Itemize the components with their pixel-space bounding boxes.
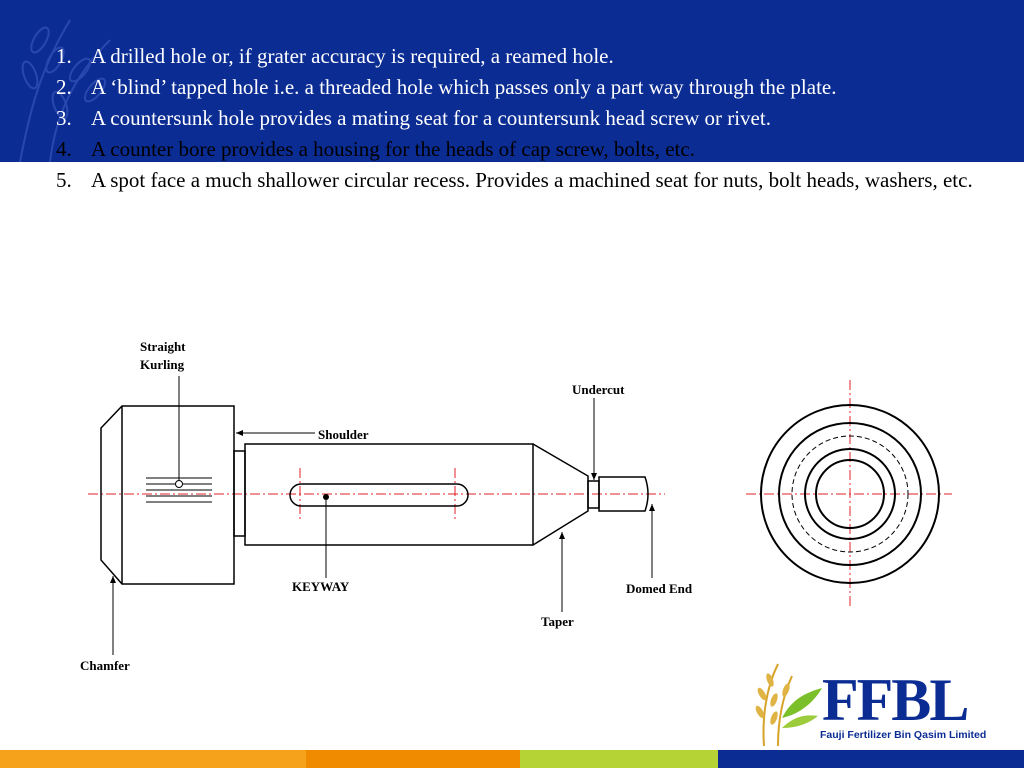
label-kurling: Kurling	[140, 357, 185, 372]
bullet-number: 2.	[56, 75, 72, 99]
shaft-body	[244, 443, 534, 546]
end-view-circle-3	[804, 448, 896, 540]
end-view-hidden-circle	[791, 435, 909, 553]
footer-stripe-green	[520, 750, 718, 768]
bullet-text: A ‘blind’ tapped hole i.e. a threaded ho…	[91, 75, 837, 99]
logo-name: FFBL	[822, 667, 969, 733]
bullet-text: A counter bore provides a housing for th…	[91, 137, 695, 161]
bullet-item-5: 5. A spot face a much shallower circular …	[50, 165, 980, 196]
label-taper: Taper	[541, 614, 574, 629]
keyway-marker	[323, 494, 329, 500]
keyway-slot	[289, 483, 469, 507]
footer-stripe-yellow	[0, 750, 306, 768]
bullet-number: 1.	[56, 44, 72, 68]
bullet-item-2: 2. A ‘blind’ tapped hole i.e. a threaded …	[50, 72, 980, 103]
bullet-text: A countersunk hole provides a mating sea…	[91, 106, 771, 130]
label-straight: Straight	[140, 339, 186, 354]
footer-stripe	[0, 750, 1024, 768]
label-shoulder: Shoulder	[318, 427, 369, 442]
logo-subtitle: Fauji Fertilizer Bin Qasim Limited	[820, 729, 987, 741]
footer-stripe-orange	[306, 750, 520, 768]
bullet-item-1: 1. A drilled hole or, if grater accuracy …	[50, 41, 980, 72]
bullet-list: 1. A drilled hole or, if grater accuracy …	[50, 41, 980, 196]
end-view-circle-2	[778, 422, 922, 566]
label-undercut: Undercut	[572, 382, 625, 397]
bullet-number: 3.	[56, 106, 72, 130]
ffbl-logo-icon	[755, 663, 822, 747]
bullet-number: 4.	[56, 137, 72, 161]
label-domed-end: Domed End	[626, 581, 693, 596]
wheat-watermark-icon	[19, 19, 111, 162]
end-view-outer-circle	[760, 404, 940, 584]
end-view-inner-circle	[815, 459, 885, 529]
bullet-item-3: 3. A countersunk hole provides a mating s…	[50, 103, 980, 134]
bullet-text: A spot face a much shallower circular re…	[91, 168, 973, 192]
bullet-number: 5.	[56, 168, 72, 192]
domed-end	[598, 476, 649, 512]
bullet-text: A drilled hole or, if grater accuracy is…	[91, 44, 614, 68]
knurled-head	[100, 405, 235, 585]
knurl-marker	[175, 480, 183, 488]
footer-stripe-blue	[718, 750, 1024, 768]
title-banner	[0, 0, 1024, 162]
bullet-item-4: 4. A counter bore provides a housing for …	[50, 134, 980, 165]
label-chamfer: Chamfer	[80, 658, 130, 673]
label-keyway: KEYWAY	[292, 579, 350, 594]
